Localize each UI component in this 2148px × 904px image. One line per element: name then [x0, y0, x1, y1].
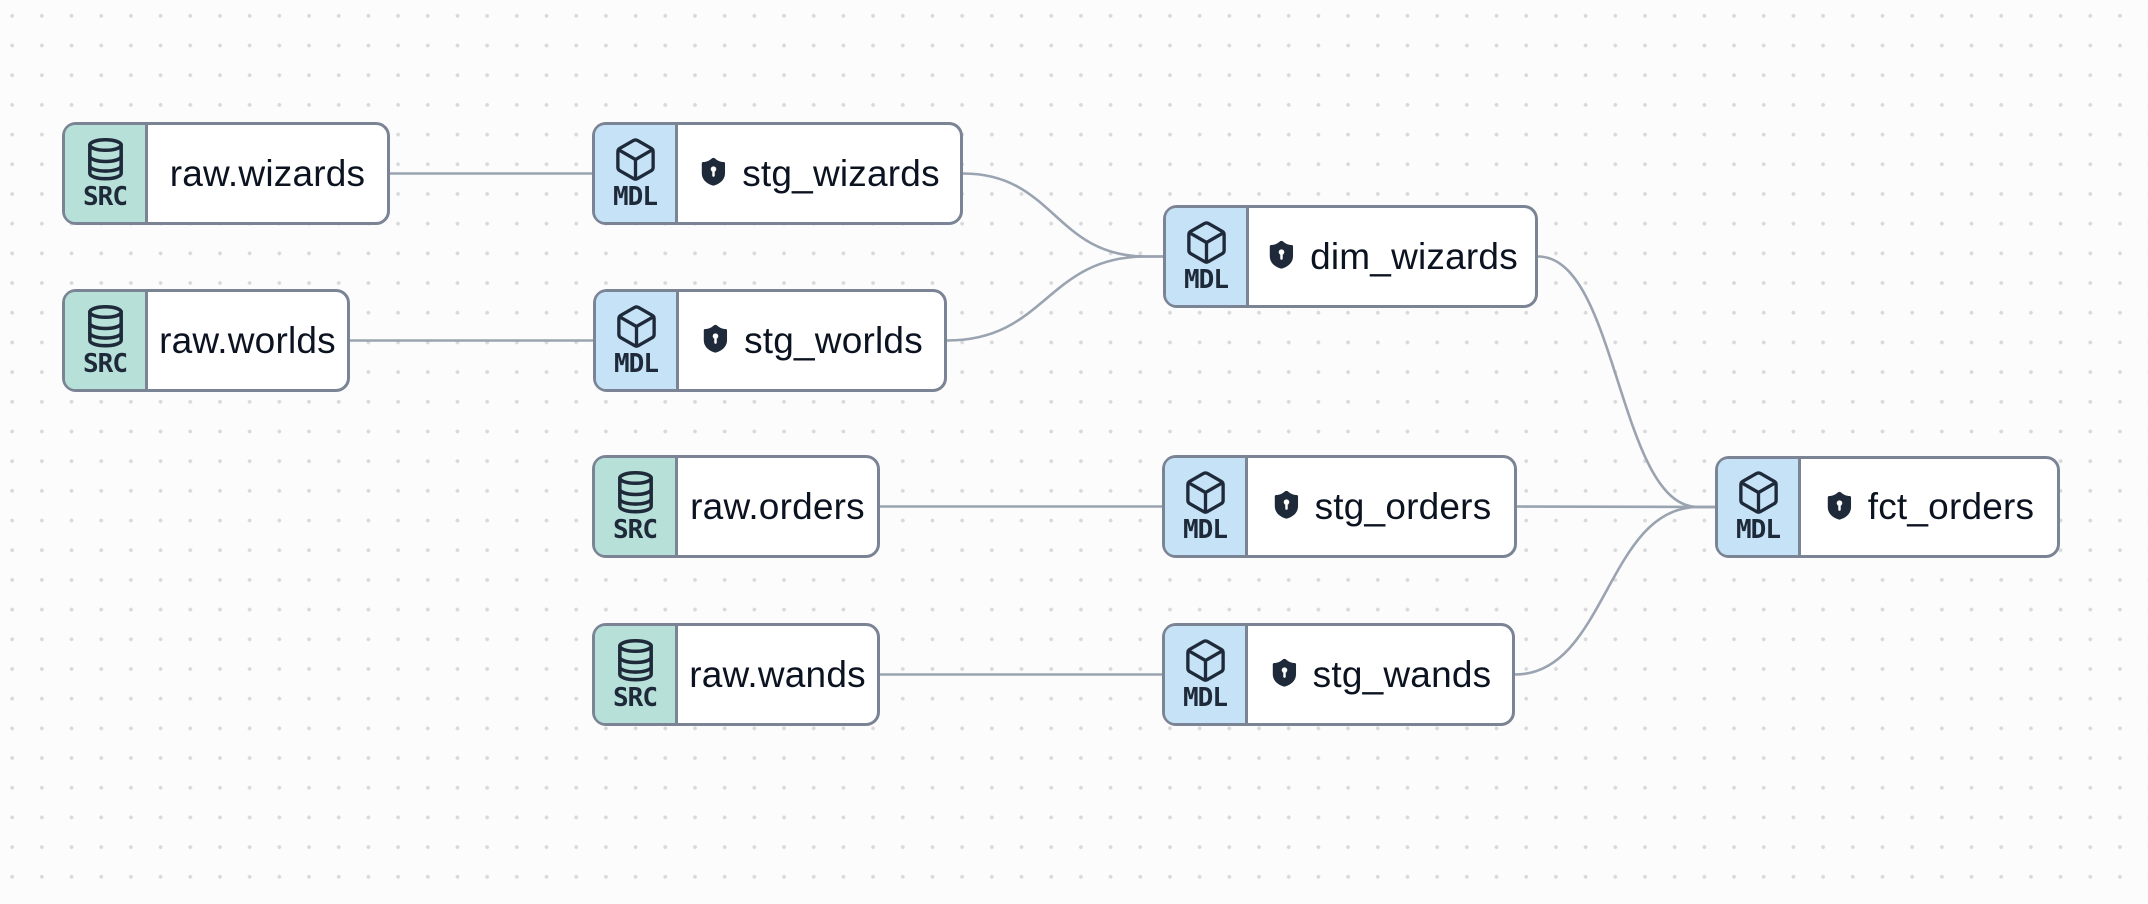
node-type-badge: MDL [596, 292, 679, 389]
shield-lock-icon [1269, 657, 1300, 692]
node-fct-orders[interactable]: MDL fct_orders [1715, 456, 2060, 558]
node-body: raw.orders [678, 458, 877, 555]
cube-icon [1735, 469, 1782, 516]
node-label: raw.orders [690, 485, 865, 527]
database-icon [612, 469, 659, 516]
shield-lock-icon [700, 323, 731, 358]
node-body: fct_orders [1801, 459, 2057, 555]
node-stg-wizards[interactable]: MDL stg_wizards [592, 122, 963, 225]
node-label: raw.wizards [169, 152, 366, 194]
node-stg-wands[interactable]: MDL stg_wands [1162, 623, 1515, 726]
node-body: dim_wizards [1249, 208, 1535, 305]
node-type-badge: MDL [1718, 459, 1801, 555]
node-body: stg_worlds [679, 292, 944, 389]
shield-lock-icon [1266, 239, 1297, 274]
node-label: stg_wizards [742, 152, 940, 194]
cube-icon [1182, 469, 1229, 516]
node-label: stg_wands [1312, 653, 1492, 695]
database-icon [612, 637, 659, 684]
node-stg-worlds[interactable]: MDL stg_worlds [593, 289, 947, 392]
node-raw-wands[interactable]: SRC raw.wands [592, 623, 880, 726]
edge-dim_wizards-to-fct_orders [1537, 255, 1715, 509]
node-body: stg_orders [1248, 458, 1514, 555]
cube-icon [613, 303, 660, 350]
node-dim-wizards[interactable]: MDL dim_wizards [1163, 205, 1538, 308]
node-type-badge: MDL [595, 125, 678, 222]
node-body: stg_wands [1248, 626, 1512, 723]
edge-stg_wands-to-fct_orders [1514, 505, 1715, 676]
node-type-badge: MDL [1165, 626, 1248, 723]
node-type-badge: SRC [65, 125, 148, 222]
node-body: stg_wizards [678, 125, 960, 222]
node-body: raw.wizards [148, 125, 387, 222]
node-label: dim_wizards [1310, 235, 1518, 277]
node-body: raw.wands [678, 626, 877, 723]
edge-stg_orders-to-fct_orders [1516, 505, 1716, 509]
cube-icon [1182, 637, 1229, 684]
shield-lock-icon [1271, 489, 1302, 524]
node-raw-worlds[interactable]: SRC raw.worlds [62, 289, 350, 392]
database-icon [82, 303, 129, 350]
edge-stg_wizards-to-dim_wizards [962, 172, 1163, 258]
cube-icon [1183, 219, 1230, 266]
shield-lock-icon [698, 156, 729, 191]
node-label: fct_orders [1867, 486, 2035, 527]
node-raw-orders[interactable]: SRC raw.orders [592, 455, 880, 558]
node-type-badge: SRC [595, 458, 678, 555]
node-raw-wizards[interactable]: SRC raw.wizards [62, 122, 390, 225]
node-label: stg_worlds [744, 319, 923, 361]
node-label: raw.wands [689, 653, 866, 695]
node-type-badge: MDL [1165, 458, 1248, 555]
edge-stg_worlds-to-dim_wizards [946, 255, 1163, 342]
cube-icon [612, 136, 659, 183]
node-body: raw.worlds [148, 292, 347, 389]
node-stg-orders[interactable]: MDL stg_orders [1162, 455, 1517, 558]
node-type-badge: MDL [1166, 208, 1249, 305]
database-icon [82, 136, 129, 183]
node-label: stg_orders [1314, 485, 1492, 527]
shield-lock-icon [1824, 490, 1855, 525]
node-type-badge: SRC [65, 292, 148, 389]
node-label: raw.worlds [159, 319, 336, 361]
node-type-badge: SRC [595, 626, 678, 723]
